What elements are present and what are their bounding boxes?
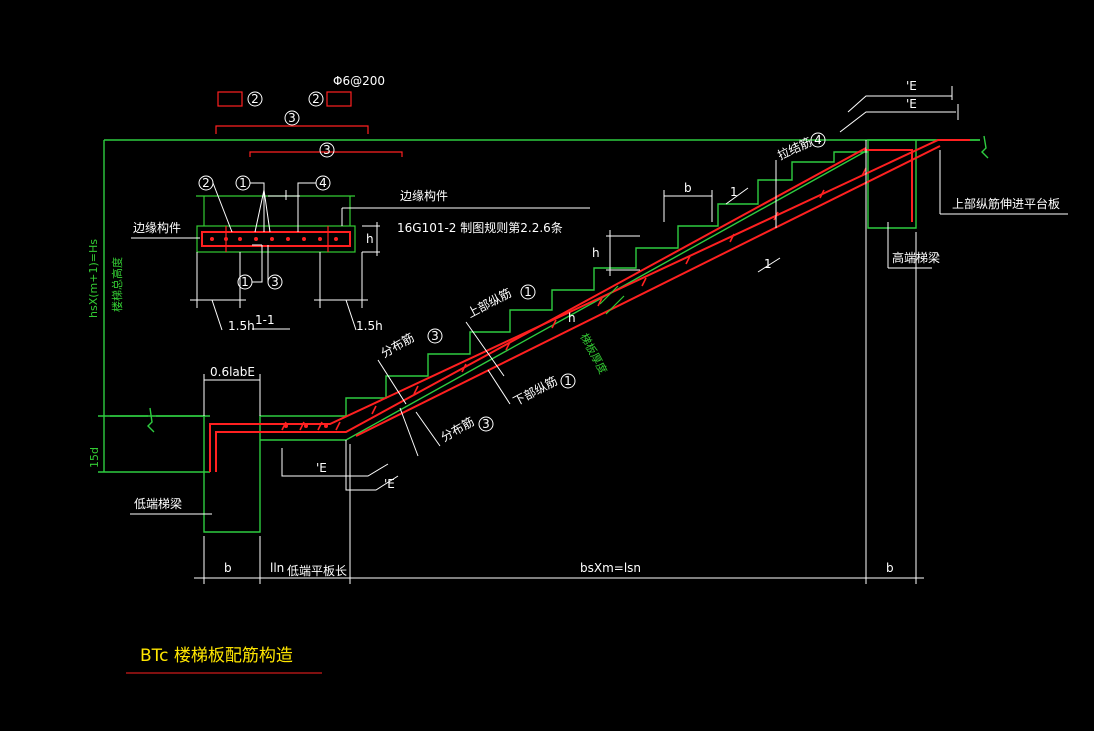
marker-1-text: 1 <box>564 374 572 388</box>
marker-3-text: 3 <box>482 417 490 431</box>
dim-total-height: hsX(m+1)=Hs <box>87 239 100 318</box>
dim-slab-h: h <box>568 311 576 325</box>
distribution-bar-upper-label: 分布筋 <box>378 330 417 361</box>
marker-1-text: 1 <box>241 275 249 289</box>
low-end-beam-outline <box>110 415 346 533</box>
slab-section <box>196 225 356 253</box>
marker-3 <box>319 142 335 158</box>
edge-member-label-left: 边缘构件 <box>133 220 181 235</box>
section-mark-bottom: 1 <box>764 257 772 271</box>
marker-3-text: 3 <box>431 329 439 343</box>
dim-lae-bottom-2: 'E <box>384 477 395 491</box>
rebar-symbol-small <box>217 91 243 107</box>
lower-longitudinal-bar-a <box>215 147 867 472</box>
dim-h-section: h <box>366 232 374 246</box>
marker-1-text: 1 <box>524 285 532 299</box>
dim-1-5h-right: 1.5h <box>356 319 383 333</box>
tie-bar-label: 拉结筋 <box>775 134 814 163</box>
dim-0-6labe: 0.6labE <box>210 365 255 379</box>
rebar-cage-section <box>201 231 351 247</box>
stair-steps <box>345 151 868 416</box>
marker-1-text: 1 <box>239 176 247 190</box>
marker-4-text: 4 <box>319 176 327 190</box>
section-name: 1-1 <box>255 313 275 327</box>
dim-step-width: b <box>684 181 692 195</box>
dim-b-left: b <box>224 561 232 575</box>
slab-thickness-note: 梯板厚度 <box>577 331 610 376</box>
drawing-title: BTc 楼梯板配筋构造 <box>126 646 322 674</box>
title-text: BTc 楼梯板配筋构造 <box>140 646 293 666</box>
dim-15d: 15d <box>88 447 101 468</box>
marker-3 <box>284 110 300 126</box>
total-height-note: 楼梯总高度 <box>110 257 124 312</box>
marker-3-text: 3 <box>288 111 296 125</box>
marker-3-text: 3 <box>271 275 279 289</box>
rebar-spacing-label: Φ6@200 <box>333 74 385 88</box>
rebar-symbol-small <box>326 91 352 107</box>
marker-3-text: 3 <box>323 143 331 157</box>
upper-longitudinal-bar <box>209 139 970 472</box>
upper-bar-to-platform-label: 上部纵筋伸进平台板 <box>952 196 1060 211</box>
marker-2-text: 2 <box>251 92 259 106</box>
low-end-beam-label: 低端梯梁 <box>134 496 182 511</box>
upper-longitudinal-label: 上部纵筋 <box>464 285 513 321</box>
marker-2-text: 2 <box>312 92 320 106</box>
distribution-bar-lower-label: 分布筋 <box>438 414 477 445</box>
dim-step-height: h <box>592 246 600 260</box>
dim-b-right: b <box>886 561 894 575</box>
dim-lae-top-2: 'E <box>906 97 917 111</box>
marker-2 <box>247 91 263 107</box>
dim-lae-top-1: 'E <box>906 79 917 93</box>
section-mark-top: 1 <box>730 185 738 199</box>
marker-2-text: 2 <box>202 176 210 190</box>
section-1-1-detail: 2 2 Φ6@200 3 3 2 1 4 1 <box>131 74 590 333</box>
marker-4-text: 4 <box>814 133 822 147</box>
dim-bsxm: bsXm=lsn <box>580 561 641 575</box>
dim-ln: lln <box>270 561 284 575</box>
lower-longitudinal-label: 下部纵筋 <box>510 373 559 409</box>
marker-2 <box>308 91 324 107</box>
edge-member-label-top: 边缘构件 <box>400 188 448 203</box>
dim-lae-bottom-1: 'E <box>316 461 327 475</box>
spec-reference: 16G101-2 制图规则第2.2.6条 <box>397 220 563 235</box>
lower-longitudinal-bar-b <box>355 145 941 437</box>
dim-ln-note: 低端平板长 <box>287 564 347 578</box>
dim-1-5h-left: 1.5h <box>228 319 255 333</box>
